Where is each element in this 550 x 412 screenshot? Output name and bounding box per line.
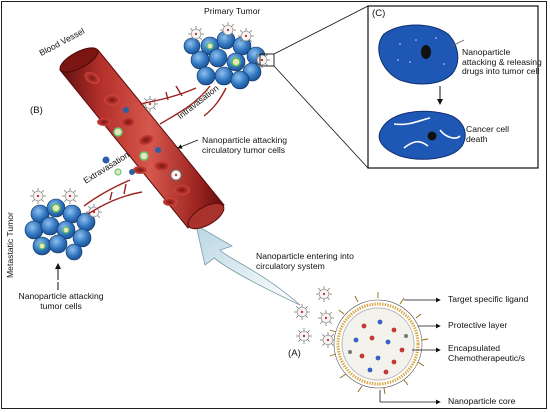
panel-a-label: (A) bbox=[288, 348, 301, 359]
np-entering-label: Nanoparticle entering into circulatory s… bbox=[256, 251, 354, 271]
panel-c-box bbox=[367, 5, 539, 169]
cancer-cell-death-label: Cancer cell death bbox=[466, 124, 509, 144]
dying-cell bbox=[378, 110, 466, 160]
np-attacking-ctc-label: Nanoparticle attacking circulatory tumor… bbox=[202, 135, 288, 155]
zoom-line-2 bbox=[273, 65, 369, 169]
zoom-line-1 bbox=[273, 5, 369, 55]
panel-b-label: (B) bbox=[30, 105, 43, 116]
nanoparticle-diagram bbox=[329, 292, 441, 405]
vessel-opening bbox=[59, 47, 99, 73]
free-nanoparticles bbox=[293, 285, 337, 349]
primary-tumor bbox=[139, 21, 275, 125]
target-ligand-label: Target specific ligand bbox=[448, 294, 529, 304]
protective-layer-label: Protective layer bbox=[448, 320, 508, 330]
zoom-box bbox=[259, 53, 275, 67]
drug-molecules bbox=[348, 319, 408, 375]
np-attacking-releasing-label: Nanoparticle attacking & releasing drugs… bbox=[462, 47, 542, 77]
np-attacking-tumor-label: Nanoparticle attacking tumor cells bbox=[18, 291, 104, 311]
metastatic-tumor-label: Metastatic Tumor bbox=[5, 212, 15, 278]
dying-nucleus bbox=[427, 131, 437, 141]
ligand-spikes bbox=[329, 292, 429, 395]
nucleus bbox=[421, 45, 431, 59]
tumor-cell bbox=[378, 24, 459, 85]
encapsulated-label: Encapsulated Chemotherapeutic/s bbox=[448, 343, 525, 363]
metastatic-tumor bbox=[24, 156, 143, 261]
primary-tumor-label: Primary Tumor bbox=[204, 6, 261, 16]
ctc-leader bbox=[177, 139, 199, 149]
np-core-label: Nanoparticle core bbox=[448, 396, 516, 406]
vessel-contents bbox=[84, 72, 190, 206]
panel-c-label: (C) bbox=[372, 8, 386, 19]
